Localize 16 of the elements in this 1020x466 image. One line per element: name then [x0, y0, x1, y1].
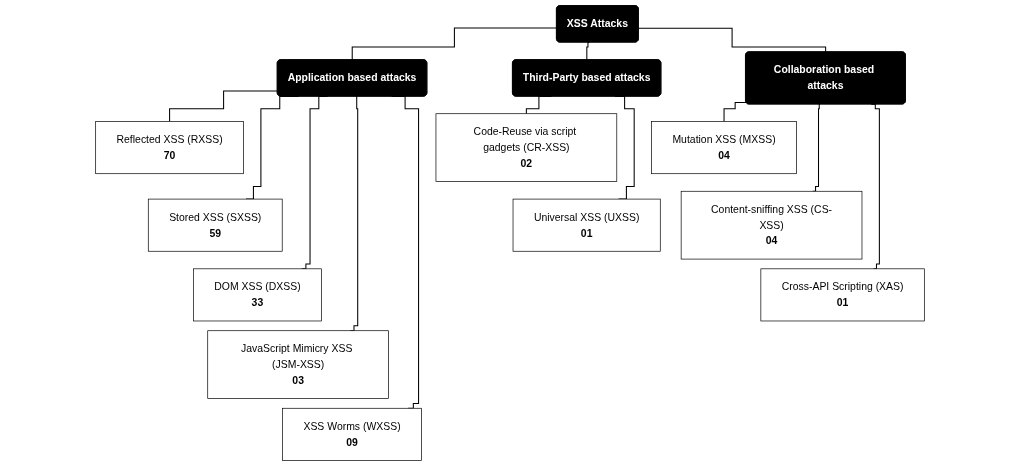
connector [351, 27, 558, 61]
node-box: DOM XSS (DXSS) 33 [193, 268, 322, 322]
node-box: JavaScript Mimicry XSS (JSM-XSS) 03 [207, 330, 389, 399]
node-box: Cross-API Scripting (XAS) 01 [760, 268, 925, 322]
node-box: Content-sniffing XSS (CS-XSS) 04 [680, 190, 863, 260]
connector [169, 90, 279, 123]
node-box: XSS Worms (WXSS) 09 [282, 407, 422, 461]
connector [812, 103, 821, 192]
connector [638, 27, 827, 53]
connector [723, 102, 747, 123]
node-box: Code-Reuse via script gadgets (CR-XSS) 02 [435, 113, 618, 182]
node-box: Stored XSS (SXSS) 59 [147, 198, 283, 252]
connector [586, 41, 590, 61]
node-box: Universal XSS (UXSS) 01 [512, 198, 661, 252]
node-box: Mutation XSS (MXSS) 04 [651, 121, 797, 175]
node-box: Reflected XSS (RXSS) 70 [95, 121, 244, 175]
